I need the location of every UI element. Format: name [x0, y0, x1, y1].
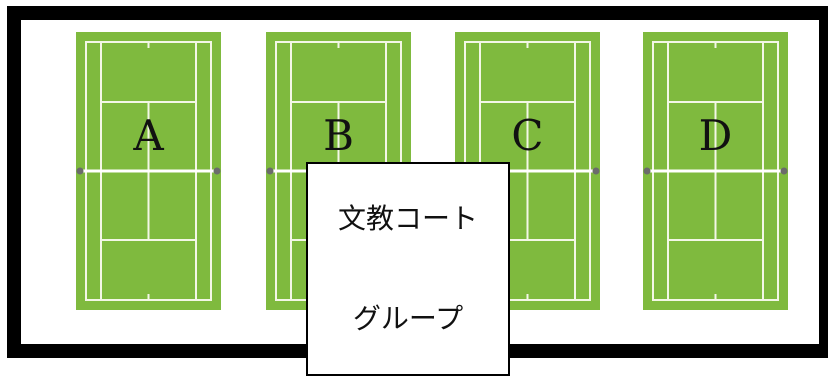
court-a: A	[76, 32, 221, 310]
court-label-d: D	[698, 111, 733, 160]
group-label-line2: グループ	[352, 302, 464, 335]
tennis-court-d-graphic	[643, 32, 788, 310]
group-label-line1: 文教コート	[337, 202, 478, 235]
court-d: D	[643, 32, 788, 310]
tennis-court-a-graphic	[76, 32, 221, 310]
group-label-box: 文教コート グループ	[306, 162, 510, 376]
court-label-a: A	[133, 111, 164, 160]
court-label-b: B	[323, 111, 354, 160]
court-label-c: C	[511, 111, 544, 160]
